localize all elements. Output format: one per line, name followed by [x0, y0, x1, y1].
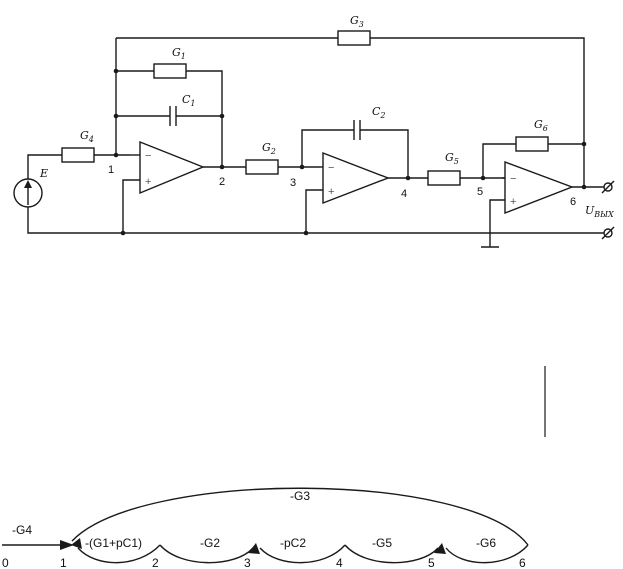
junction-dot	[113, 152, 119, 158]
voltage-source	[13, 178, 43, 208]
label-c2: C2	[372, 105, 386, 120]
junction-dots	[113, 68, 587, 236]
c2-right-wire	[360, 129, 409, 178]
arrowhead	[434, 543, 446, 554]
opamp2-minus-sign: −	[328, 162, 334, 174]
edge-4-5	[344, 544, 439, 564]
circuit-node-6: 6	[570, 196, 576, 208]
arrowhead	[71, 538, 82, 549]
circuit-node-1: 1	[108, 164, 114, 176]
resistor-g6	[515, 136, 549, 152]
junction-dot	[581, 141, 587, 147]
arrowhead	[248, 543, 260, 554]
label-g6: G6	[534, 118, 548, 133]
label-g5: G5	[445, 151, 459, 166]
output-voltage-label: UВЫХ	[585, 204, 614, 219]
edge-6-1	[71, 487, 529, 546]
edge-label-pc2: -pC2	[280, 536, 306, 550]
capacitor-c1	[169, 106, 177, 126]
opamp-2	[322, 151, 390, 205]
label-g1: G1	[172, 46, 186, 61]
opamp1-plus-sign: +	[145, 176, 151, 188]
graph-node-2: 2	[152, 556, 159, 569]
c2-left-wire	[301, 129, 354, 167]
output-terminal-top	[601, 180, 615, 194]
junction-dot	[581, 184, 587, 190]
edge-6-5	[445, 544, 529, 564]
junction-dot	[113, 68, 119, 74]
arrowhead	[60, 540, 74, 550]
opamp3-plus-wire	[489, 199, 505, 247]
circuit-node-4: 4	[401, 188, 407, 200]
edge-4-3	[259, 544, 346, 564]
opamp1-minus-sign: −	[145, 150, 151, 162]
resistor-g1	[153, 63, 187, 79]
junction-dot	[480, 175, 486, 181]
ground-bus-wire	[27, 207, 605, 234]
graph-node-6: 6	[519, 556, 526, 569]
source-to-g4-wire	[27, 154, 62, 180]
edge-2-1	[77, 544, 161, 564]
junction-dot	[299, 164, 305, 170]
resistor-g2	[245, 159, 279, 175]
opamp2-plus-wire	[305, 189, 323, 233]
circuit-node-2: 2	[219, 176, 225, 188]
opamp3-plus-sign: +	[510, 196, 516, 208]
opamp1-plus-wire	[122, 179, 140, 233]
edge-label-g6: -G6	[476, 536, 496, 550]
graph-node-3: 3	[244, 556, 251, 569]
graph-node-1: 1	[60, 556, 67, 569]
g3-right-wire	[370, 37, 585, 187]
graph-node-4: 4	[336, 556, 343, 569]
label-g2: G2	[262, 141, 276, 156]
edge-label-g2: -G2	[200, 536, 220, 550]
edge-2-3	[159, 544, 254, 564]
resistor-g4	[61, 147, 95, 163]
graph-node-0: 0	[2, 556, 9, 569]
output-terminal-bottom	[601, 226, 615, 240]
edge-label-g5: -G5	[372, 536, 392, 550]
junction-dot	[120, 230, 126, 236]
opamp3-minus-sign: −	[510, 173, 516, 185]
opamp2-plus-sign: +	[328, 186, 334, 198]
junction-dot	[303, 230, 309, 236]
circuit-node-5: 5	[477, 186, 483, 198]
capacitor-c2	[353, 120, 361, 140]
g6-left-wire	[482, 143, 516, 178]
edge-label-g1-pc1: -(G1+pC1)	[85, 536, 142, 550]
junction-dot	[405, 175, 411, 181]
circuit-node-3: 3	[290, 177, 296, 189]
resistor-g3	[337, 30, 371, 46]
label-g4: G4	[80, 129, 94, 144]
junction-dot	[219, 113, 225, 119]
g1-right-wire	[186, 70, 223, 167]
edge-label-g4: -G4	[12, 523, 32, 537]
edge-label-g3: -G3	[290, 489, 310, 503]
label-c1: C1	[182, 93, 196, 108]
signal-graph: -G4 -(G1+pC1) -G2 -pC2 -G5 -G6 -G3 0 1 2…	[2, 487, 529, 569]
opamp-3	[504, 160, 574, 215]
resistor-g5	[427, 170, 461, 186]
junction-dot	[219, 164, 225, 170]
graph-node-5: 5	[428, 556, 435, 569]
junction-dot	[113, 113, 119, 119]
wires	[27, 37, 605, 248]
source-label: E	[39, 167, 48, 180]
circuit-schematic: − + − + − + E G3 G1 C1 G4 G2 C2 G5 G6	[13, 14, 615, 248]
opamp-1	[139, 140, 205, 195]
label-g3: G3	[350, 14, 364, 29]
